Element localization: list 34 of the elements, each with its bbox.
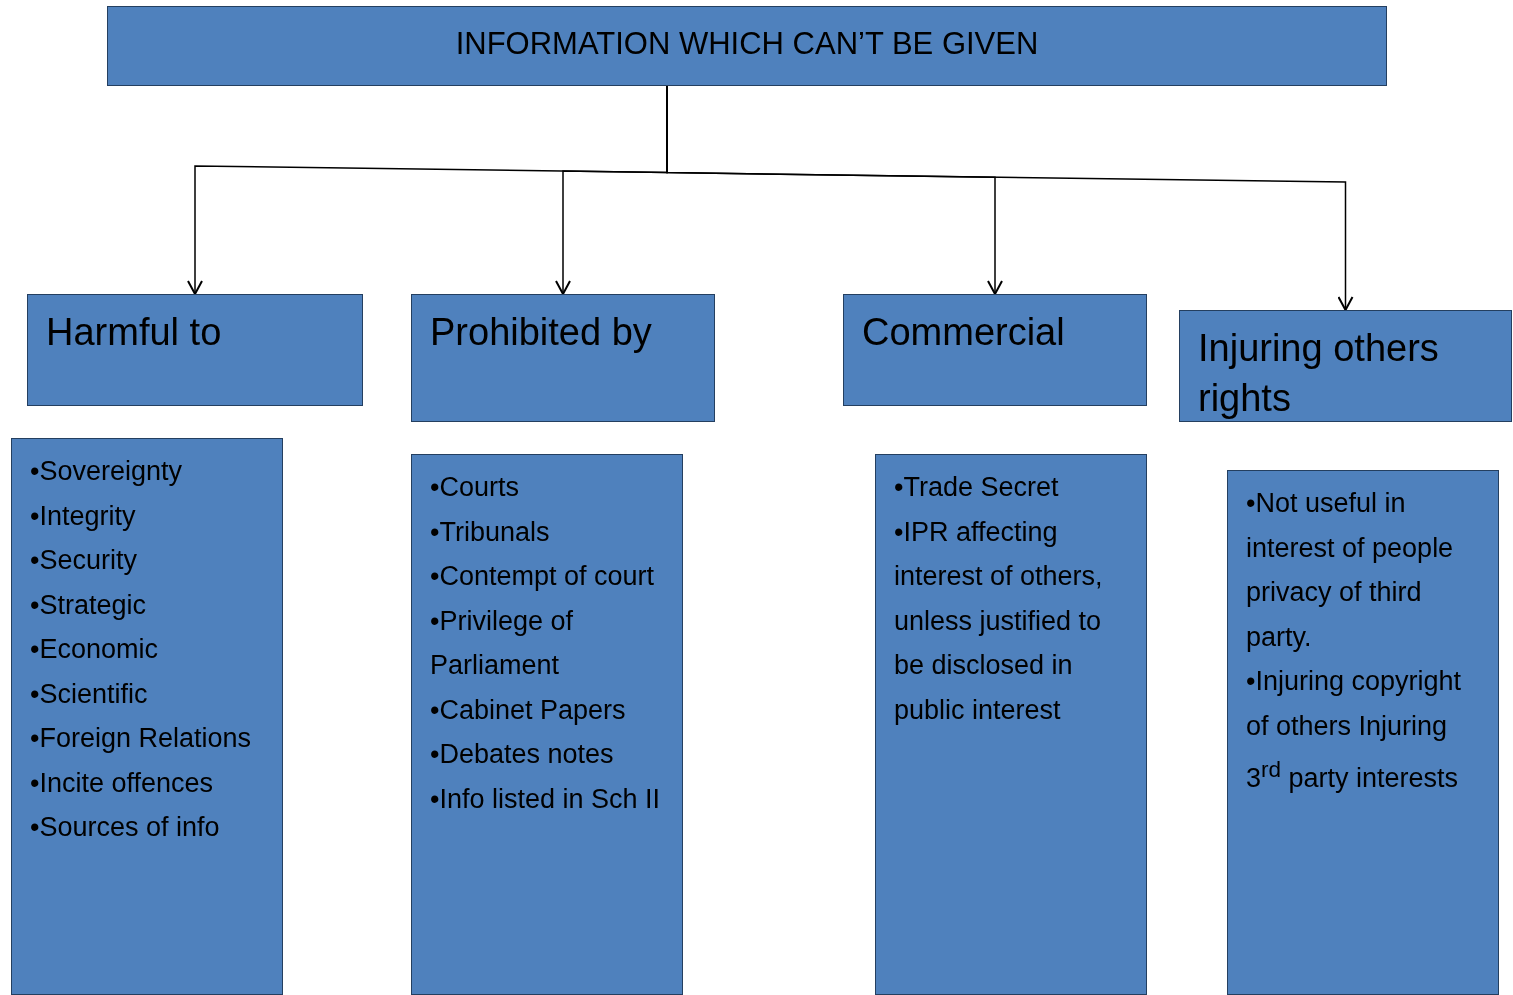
list-item: •Tribunals (430, 515, 551, 549)
category-box (411, 294, 715, 422)
list-item: •Incite offences (30, 766, 215, 800)
category-box (27, 294, 363, 406)
category-box (843, 294, 1147, 406)
list-box (411, 454, 683, 995)
list-item: •IPR affecting interest of others, unless justified to be disclosed in public interest (894, 515, 1104, 727)
list-item: •Injuring copyright of others Injuring 3$^{rd}$ party interests (1246, 665, 1463, 795)
list-item: •Economic (30, 633, 159, 666)
list-item: •Not useful in interest of people privacy of third party. (1246, 487, 1455, 654)
list-item: •Privilege of Parliament (430, 604, 574, 682)
list-item: •Trade Secret (894, 471, 1060, 504)
list-item: •Sovereignty (30, 455, 184, 488)
list-item: •Info listed in Sch II (430, 782, 662, 816)
list-item: •Sources of info (30, 811, 221, 844)
list-item: •Cabinet Papers (430, 693, 627, 727)
list-item: •Foreign Relations (30, 722, 253, 755)
list-item: •Scientific (30, 677, 149, 711)
list-item: •Debates notes (430, 738, 615, 771)
heading-text: INFORMATION WHICH CAN’T BE GIVEN (454, 25, 1040, 63)
list-box (11, 438, 283, 995)
category-label: Harmful to (45, 310, 223, 355)
list-box (875, 454, 1147, 995)
category-box (1179, 310, 1512, 422)
list-box (1227, 470, 1499, 995)
category-label: Injuring others rights (1197, 326, 1440, 421)
list-item: •Security (30, 544, 138, 577)
list-item: •Strategic (30, 588, 147, 622)
category-label: Prohibited by (429, 310, 653, 355)
list-item: •Courts (430, 471, 520, 504)
category-label: Commercial (861, 310, 1066, 355)
title-box (107, 6, 1387, 86)
list-item: •Integrity (30, 499, 137, 533)
list-item: •Contempt of court (430, 560, 656, 593)
